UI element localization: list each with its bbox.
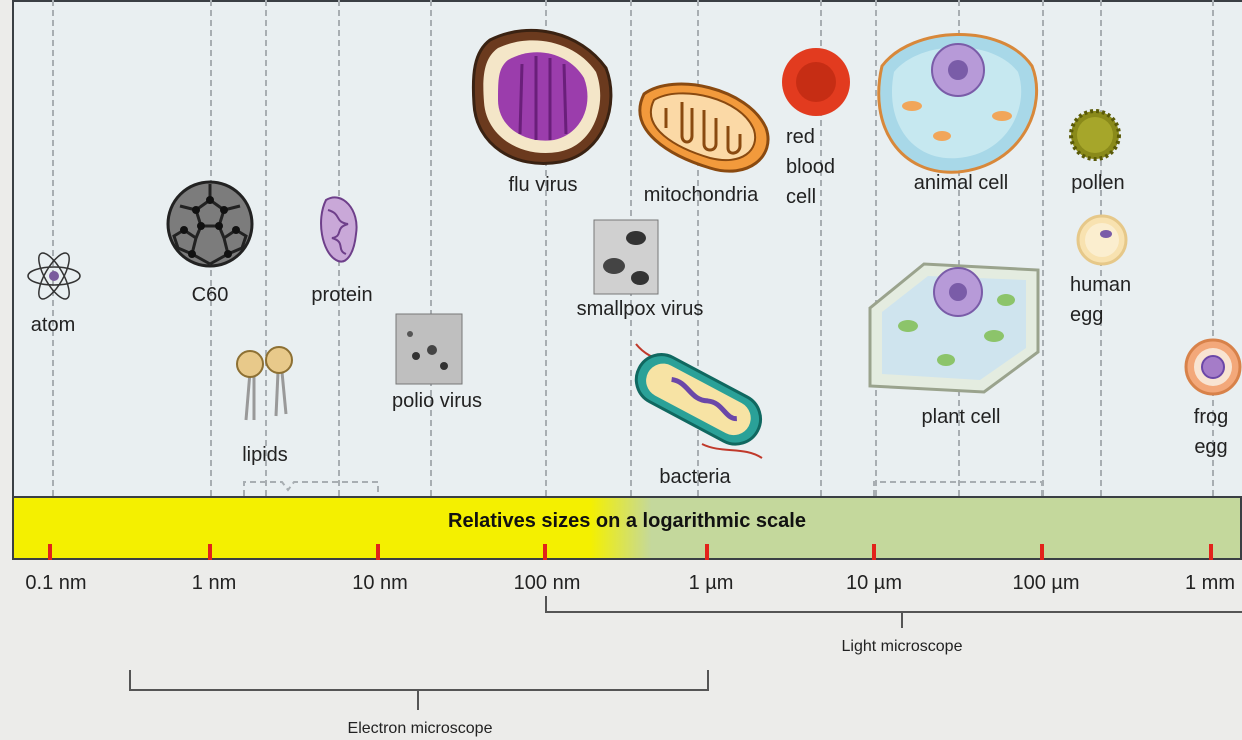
plant-cell-label: plant cell bbox=[896, 402, 1026, 432]
light-microscope-bracket bbox=[540, 596, 1242, 630]
atom-illustration bbox=[26, 246, 82, 306]
electron-microscope-label: Electron microscope bbox=[348, 720, 493, 738]
light-microscope-label: Light microscope bbox=[842, 638, 963, 656]
smallpox-virus-label: smallpox virus bbox=[552, 294, 728, 324]
tick-mark bbox=[705, 544, 709, 560]
tick-mark bbox=[1040, 544, 1044, 560]
tick-mark bbox=[543, 544, 547, 560]
pollen-illustration bbox=[1068, 108, 1122, 162]
protein-label: protein bbox=[300, 280, 384, 310]
tick-label: 10 µm bbox=[846, 572, 902, 595]
tick-mark bbox=[208, 544, 212, 560]
log-scale-bar: Relatives sizes on a logarithmic scale bbox=[12, 496, 1242, 560]
c60-illustration bbox=[162, 178, 258, 270]
human-egg-label: human egg bbox=[1070, 270, 1150, 330]
tick-label: 1 µm bbox=[689, 572, 734, 595]
human-egg-illustration bbox=[1076, 214, 1128, 266]
tick-mark bbox=[1209, 544, 1213, 560]
bacteria-label: bacteria bbox=[640, 462, 750, 492]
plant-cell-illustration bbox=[866, 256, 1042, 396]
tick-label: 100 nm bbox=[514, 572, 581, 595]
red-blood-cell-label: red blood cell bbox=[786, 122, 856, 212]
tick-label: 1 mm bbox=[1185, 572, 1235, 595]
flu-virus-illustration bbox=[470, 24, 616, 166]
tick-mark bbox=[376, 544, 380, 560]
mitochondria-label: mitochondria bbox=[626, 180, 776, 210]
mitochondria-illustration bbox=[630, 74, 772, 178]
electron-microscope-bracket bbox=[128, 670, 712, 714]
polio-virus-image bbox=[396, 314, 462, 384]
smallpox-virus-image bbox=[594, 220, 658, 294]
scale-title: Relatives sizes on a logarithmic scale bbox=[14, 510, 1240, 533]
tick-mark bbox=[872, 544, 876, 560]
lipids-label: lipids bbox=[230, 440, 300, 470]
frog-egg-illustration bbox=[1184, 338, 1242, 396]
red-blood-cell-illustration bbox=[780, 46, 852, 118]
tick-mark bbox=[48, 544, 52, 560]
lipids-bracket bbox=[240, 476, 384, 498]
tick-label: 1 nm bbox=[192, 572, 236, 595]
tick-label: 10 nm bbox=[352, 572, 408, 595]
bacteria-illustration bbox=[622, 334, 776, 460]
atom-label: atom bbox=[18, 310, 88, 340]
frog-egg-label: frog egg bbox=[1180, 402, 1242, 462]
flu-virus-label: flu virus bbox=[488, 170, 598, 200]
tick-label: 100 µm bbox=[1012, 572, 1079, 595]
c60-label: C60 bbox=[175, 280, 245, 310]
guide-line bbox=[430, 0, 432, 496]
lipids-illustration bbox=[232, 346, 298, 426]
animal-cell-label: animal cell bbox=[896, 168, 1026, 198]
pollen-label: pollen bbox=[1058, 168, 1138, 198]
tick-label: 0.1 nm bbox=[25, 572, 86, 595]
animal-cell-illustration bbox=[872, 26, 1042, 174]
cells-bracket bbox=[872, 476, 1046, 498]
guide-line bbox=[1042, 0, 1044, 496]
protein-illustration bbox=[316, 190, 364, 268]
polio-virus-label: polio virus bbox=[372, 386, 502, 416]
